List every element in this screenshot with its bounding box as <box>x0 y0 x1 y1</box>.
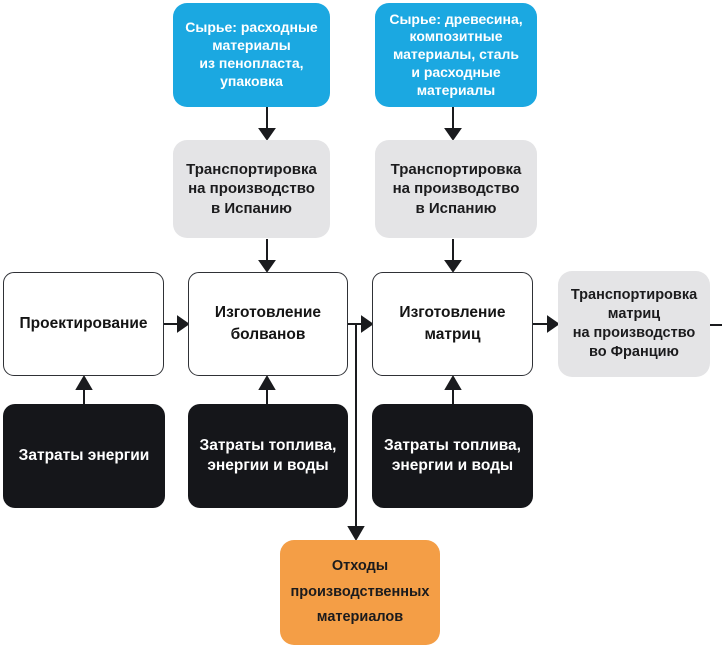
node-fuel-energy-water-1: Затраты топлива, энергии и воды <box>188 404 348 508</box>
arrow-design-to-plug <box>164 315 190 333</box>
arrow-raw-foam-to-transport-1 <box>258 107 276 141</box>
node-raw-materials-foam: Сырье: расходные материалы из пенопласта… <box>173 3 330 107</box>
node-mold-production: Изготовление матриц <box>372 272 533 376</box>
arrow-fuel-1-to-plug <box>258 375 276 404</box>
arrow-plug-to-mold <box>348 315 374 333</box>
node-raw-materials-wood: Сырье: древесина, композитные материалы,… <box>375 3 537 107</box>
node-transport-spain-2: Транспортировка на производство в Испани… <box>375 140 537 238</box>
arrow-transport-2-to-mold <box>444 239 462 273</box>
arrow-fuel-2-to-mold <box>444 375 462 404</box>
node-fuel-energy-water-2: Затраты топлива, энергии и воды <box>372 404 533 508</box>
arrow-mold-to-transport-france <box>533 315 560 333</box>
node-design: Проектирование <box>3 272 164 376</box>
arrow-transport-1-to-plug <box>258 239 276 273</box>
arrow-branch-to-waste <box>347 324 365 541</box>
arrow-energy-to-design <box>75 375 93 404</box>
node-transport-france: Транспортировка матриц на производство в… <box>558 271 710 377</box>
node-plug-production: Изготовление болванов <box>188 272 348 376</box>
node-transport-spain-1: Транспортировка на производство в Испани… <box>173 140 330 238</box>
node-energy-costs: Затраты энергии <box>3 404 165 508</box>
node-waste: Отходы производственных материалов <box>280 540 440 645</box>
arrow-raw-wood-to-transport-2 <box>444 106 462 141</box>
